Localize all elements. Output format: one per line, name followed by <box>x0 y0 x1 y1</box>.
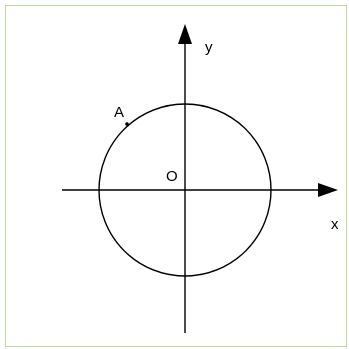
point-a-dot <box>125 122 129 126</box>
x-axis-label: x <box>331 216 339 233</box>
y-axis-label: y <box>205 39 213 56</box>
origin-label: O <box>166 168 178 185</box>
point-a-label: A <box>114 104 124 121</box>
y-axis-arrow-icon <box>178 24 192 44</box>
panel-border <box>5 5 347 347</box>
x-axis-arrow-icon <box>318 183 338 197</box>
